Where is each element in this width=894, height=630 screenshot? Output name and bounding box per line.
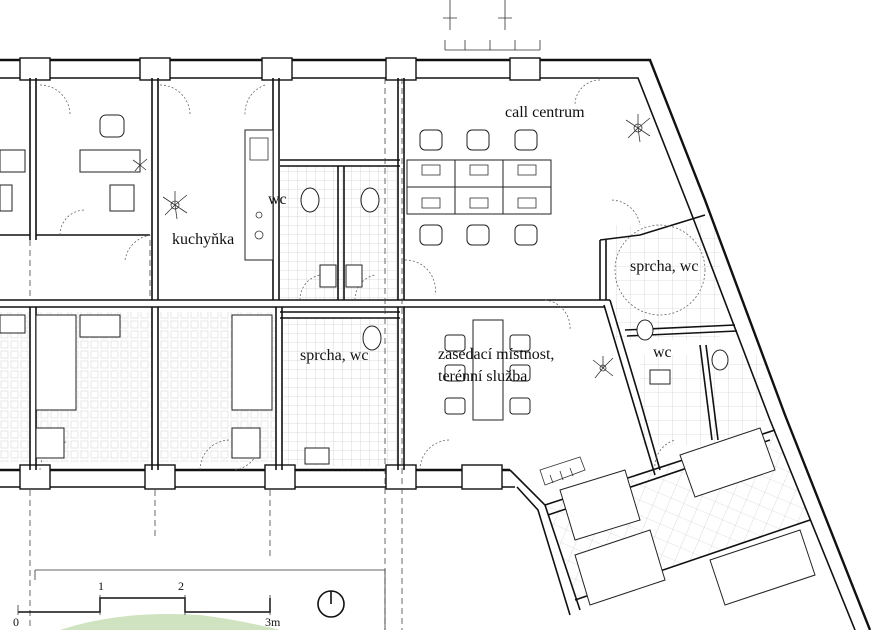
north-arrow-icon [317,590,345,618]
label-terenni-sluzba: terénní služba [438,368,527,385]
scale-tick-0: 0 [13,615,19,629]
label-call-centrum: call centrum [505,104,585,121]
door-swings [39,79,676,471]
kitchen-counter [244,129,274,261]
stairs [539,456,586,486]
label-wc-1: wc [268,191,287,208]
dashed-lines [29,78,403,630]
label-sprcha-wc-2: sprcha, wc [630,258,698,275]
label-kuchynka: kuchyňka [172,231,234,248]
beds [35,314,816,606]
shower-floor-2 [615,225,720,340]
scale-bar: 0 1 2 3m [13,579,281,629]
bottom-pillars [19,464,503,490]
label-sprcha-wc-1: sprcha, wc [300,347,368,364]
call-centre-desks [406,159,552,215]
scale-tick-1: 1 [98,579,104,593]
call-centre-chairs [419,129,538,246]
scale-tick-2: 2 [178,579,184,593]
label-zasedaci-mistnost: zasedací místnost, [438,346,554,363]
outer-walls [0,58,872,630]
wc-fixtures [300,187,729,465]
top-pillars [19,57,541,81]
meeting-table [444,319,531,421]
courtyard-outline [34,569,386,630]
label-wc-2: wc [653,344,672,361]
office-desks [0,114,141,338]
potted-plant-icon [132,114,651,379]
scale-tick-3m: 3m [265,615,281,629]
bicycle-stand-icon [443,0,541,51]
wc-floor-1 [280,165,398,300]
left-floor [0,312,30,462]
grass-area [60,614,280,630]
